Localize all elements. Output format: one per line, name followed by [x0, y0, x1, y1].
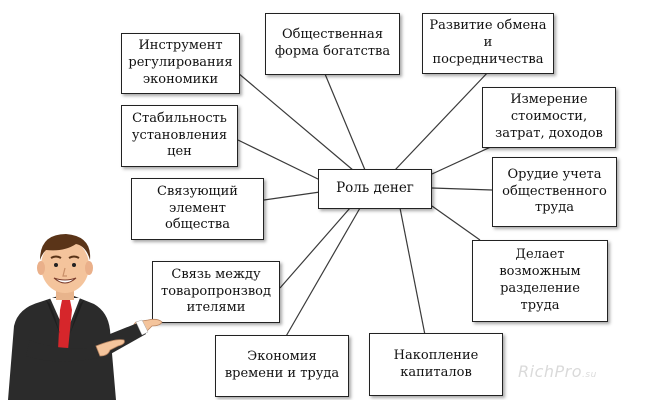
- node-division: Делает возможным разделение труда: [472, 240, 608, 322]
- node-measure: Измерение стоимости, затрат, доходов: [482, 87, 616, 148]
- connector-labor-tool: [431, 187, 493, 191]
- connector-producers: [279, 207, 351, 289]
- connector-wealth: [324, 73, 366, 171]
- connector-division: [431, 205, 481, 241]
- connector-economy: [284, 207, 361, 339]
- node-economy: Экономия времени и труда: [215, 335, 349, 397]
- node-center: Роль денег: [318, 169, 432, 209]
- watermark: RichPro.su: [518, 362, 597, 381]
- connector-regulation: [224, 61, 361, 177]
- connector-stability: [237, 139, 321, 181]
- node-producers: Связь между товаропронзвод ителями: [152, 261, 280, 323]
- node-labor-tool: Орудие учета общественного труда: [492, 157, 617, 227]
- node-stability: Стабильность установления цен: [121, 105, 238, 167]
- connector-link: [263, 191, 321, 201]
- node-link: Связующий элемент общества: [131, 178, 264, 240]
- node-regulation: Инструмент регулирования экономики: [121, 33, 240, 94]
- businessman-illustration: [8, 234, 163, 400]
- connector-exchange: [394, 69, 491, 171]
- node-wealth: Общественная форма богатства: [265, 13, 400, 75]
- connector-capital: [399, 207, 426, 336]
- node-exchange: Развитие обмена и посредничества: [422, 13, 554, 74]
- node-capital: Накопление капиталов: [369, 333, 503, 396]
